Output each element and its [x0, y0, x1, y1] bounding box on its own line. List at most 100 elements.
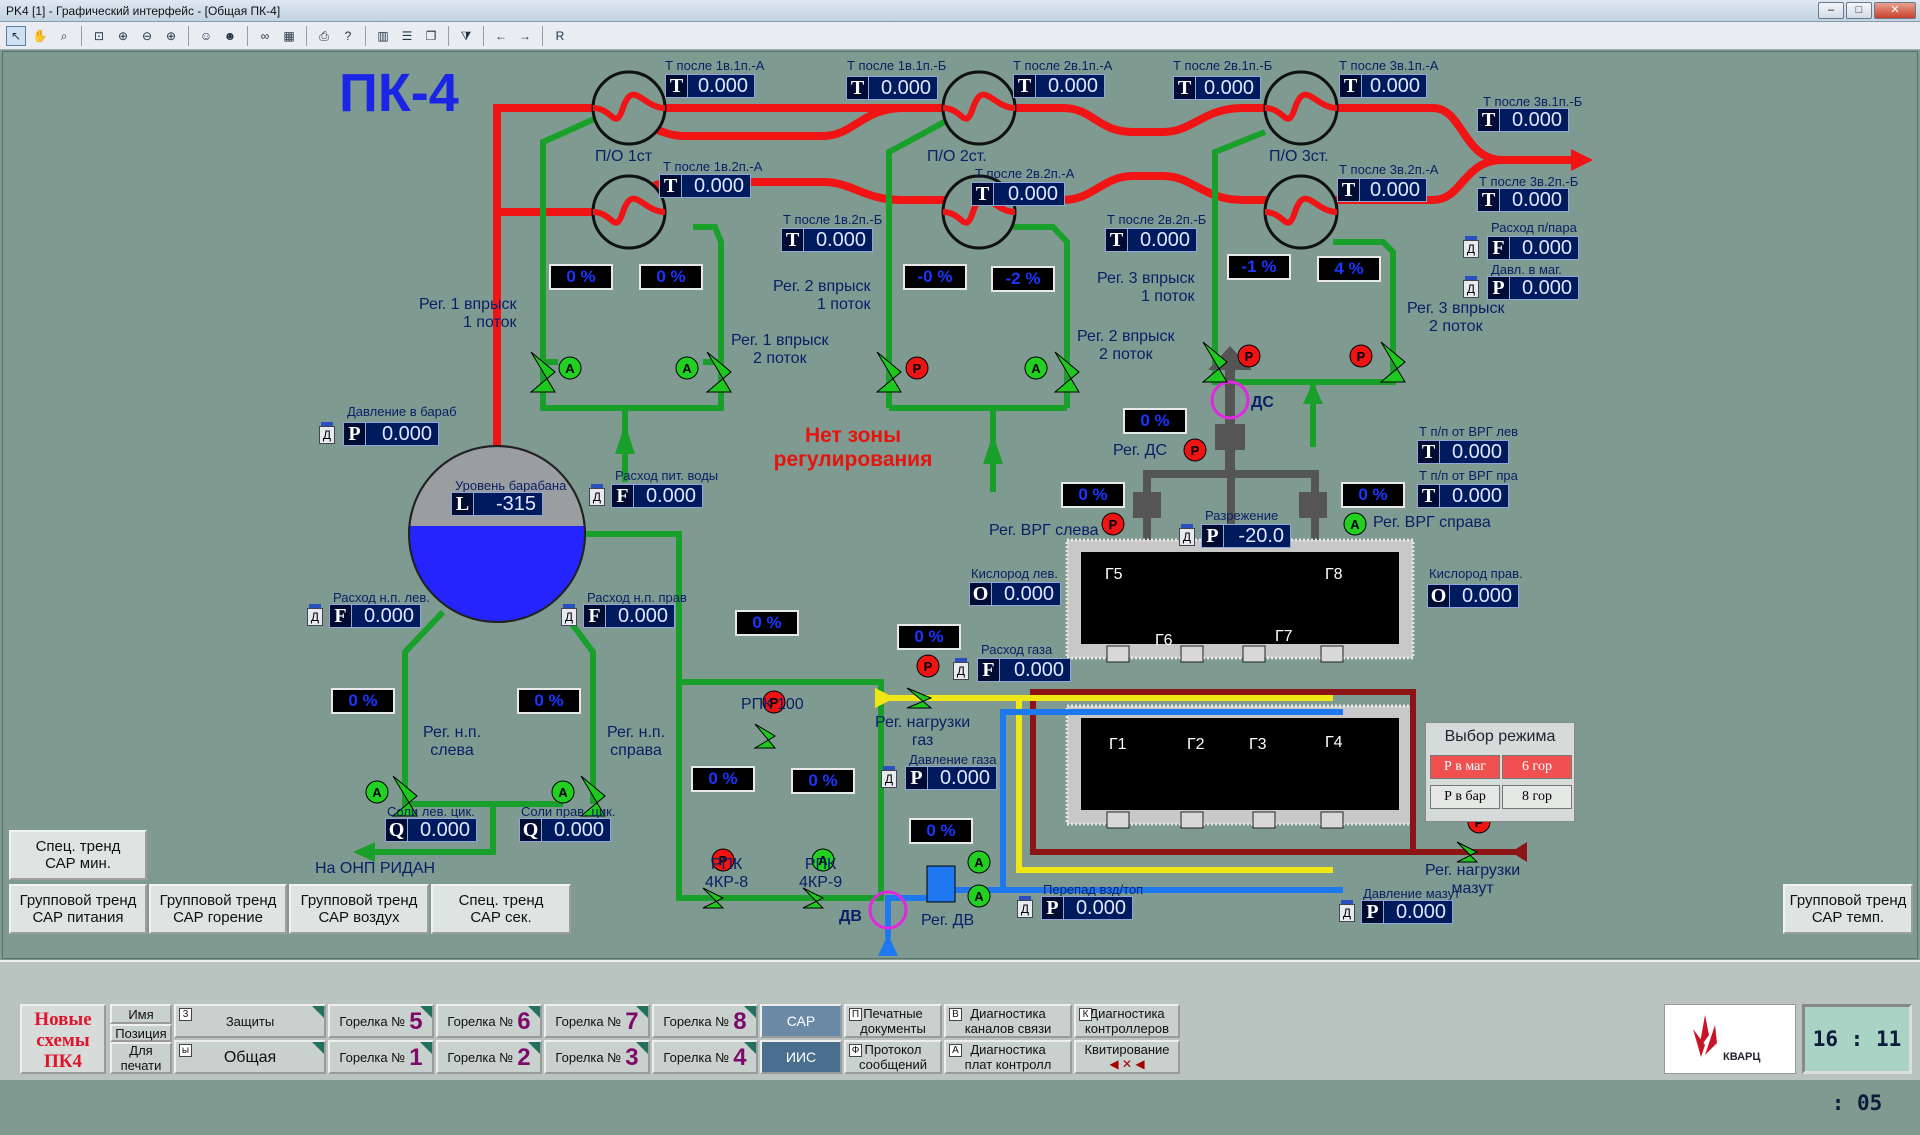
name-button[interactable]: Имя [110, 1004, 172, 1024]
param-display[interactable]: P-20.0 [1201, 524, 1291, 548]
param-d-badge[interactable]: Д [1339, 900, 1355, 922]
burner-label[interactable]: Г5 [1105, 566, 1123, 583]
filter-icon[interactable]: ⧩ [460, 28, 472, 43]
back-arrow-icon[interactable]: ← [495, 28, 507, 43]
mode-circle-auto[interactable]: A [967, 850, 991, 874]
mode-circle-manual[interactable]: P [916, 654, 940, 678]
burner-label[interactable]: Г1 [1109, 736, 1127, 753]
burner-label[interactable]: Г4 [1325, 734, 1343, 751]
zoom-1-1-icon[interactable]: ⊡ [93, 28, 105, 43]
calendar-icon[interactable]: ▦ [283, 28, 295, 43]
iis-button[interactable]: ИИС [760, 1040, 842, 1074]
zoom-out-icon[interactable]: ⊖ [141, 28, 153, 43]
mode-circle-manual[interactable]: P [1183, 438, 1207, 462]
zoom-in-icon[interactable]: ⊕ [165, 28, 177, 43]
mode-circle-manual[interactable]: P [1101, 512, 1125, 536]
users-icon[interactable]: ☺ [199, 28, 213, 43]
panel-icon[interactable]: ▥ [377, 28, 389, 43]
param-d-badge[interactable]: Д [1463, 236, 1479, 258]
mode-circle-manual[interactable]: P [1237, 344, 1261, 368]
mode-circle-manual[interactable]: P [905, 356, 929, 380]
regulator-percent[interactable]: 0 % [791, 768, 855, 794]
param-d-badge[interactable]: Д [1017, 896, 1033, 918]
param-display[interactable]: L-315 [451, 492, 543, 516]
mode-circle-auto[interactable]: A [675, 356, 699, 380]
mode-circle-manual[interactable]: P [762, 690, 786, 714]
regulator-percent[interactable]: 0 % [691, 766, 755, 792]
pointer-icon[interactable]: ↖ [6, 25, 26, 46]
regulator-percent[interactable]: 0 % [897, 624, 961, 650]
regulator-percent[interactable]: 0 % [735, 610, 799, 636]
regulator-percent[interactable]: 0 % [909, 818, 973, 844]
r-button[interactable]: R [555, 28, 565, 43]
magnifier-icon[interactable]: ⌕ [60, 28, 68, 43]
for-print-button[interactable]: Для печати [110, 1042, 172, 1074]
param-d-badge[interactable]: Д [953, 658, 969, 680]
param-d-badge[interactable]: Д [307, 604, 323, 626]
trend-button-sar-min[interactable]: Спец. тренд САР мин. [9, 830, 147, 880]
mode-circle-auto[interactable]: A [967, 884, 991, 908]
close-button[interactable]: ✕ [1874, 2, 1916, 19]
ack-button[interactable]: Квитирование◀ ✕ ◀ [1074, 1040, 1180, 1074]
trend-button-sar-sec[interactable]: Спец. тренд САР сек. [431, 884, 571, 934]
burner-label[interactable]: Г3 [1249, 736, 1267, 753]
trend-button-sar-burn[interactable]: Групповой тренд САР горение [149, 884, 287, 934]
mode-option-8-burners[interactable]: 8 гор [1502, 785, 1572, 809]
burner-label[interactable]: Г7 [1275, 628, 1293, 645]
forward-arrow-icon[interactable]: → [519, 28, 531, 43]
user-icon[interactable]: ☻ [223, 28, 237, 43]
regulator-percent[interactable]: 0 % [639, 264, 703, 290]
mode-option-6-burners[interactable]: 6 гор [1502, 755, 1572, 779]
maximize-button[interactable]: □ [1846, 2, 1872, 19]
sar-button[interactable]: САР [760, 1004, 842, 1038]
regulator-percent[interactable]: 0 % [1061, 482, 1125, 508]
param-d-badge[interactable]: Д [319, 422, 335, 444]
minimize-button[interactable]: – [1818, 2, 1844, 19]
burner-label[interactable]: Г8 [1325, 566, 1343, 583]
trend-button-sar-feed[interactable]: Групповой тренд САР питания [9, 884, 147, 934]
regulator-percent[interactable]: 0 % [517, 688, 581, 714]
param-d-badge[interactable]: Д [1463, 276, 1479, 298]
help-icon[interactable]: ? [344, 28, 352, 43]
mode-circle-auto[interactable]: A [551, 780, 575, 804]
position-button[interactable]: Позиция [110, 1024, 172, 1042]
regulator-percent[interactable]: 0 % [1123, 408, 1187, 434]
binoculars-icon[interactable]: ∞ [260, 28, 270, 43]
trend-button-sar-temp[interactable]: Групповой тренд САР темп. [1783, 884, 1913, 934]
mode-option-p-mag[interactable]: Р в маг [1430, 755, 1500, 779]
mode-circle-auto[interactable]: A [558, 356, 582, 380]
mode-circle-auto[interactable]: A [1343, 512, 1367, 536]
